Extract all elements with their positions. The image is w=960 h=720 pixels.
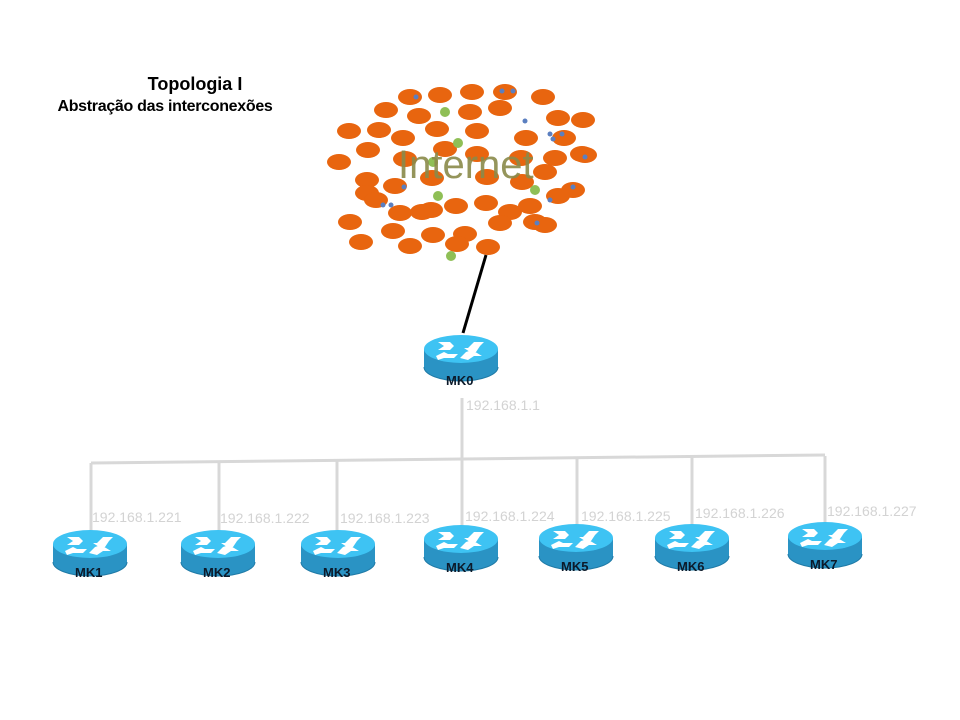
cloud-blob	[531, 89, 555, 105]
cloud-blob	[381, 223, 405, 239]
cloud-host-dot	[401, 184, 407, 190]
cloud-blob	[561, 182, 585, 198]
router-mk0[interactable]: MK0	[423, 334, 499, 388]
cloud-blob	[546, 110, 570, 126]
cloud-blob	[391, 130, 415, 146]
cloud-blob	[543, 150, 567, 166]
cloud-node-dot	[428, 157, 438, 167]
router-label: MK0	[446, 373, 473, 388]
cloud-blob	[444, 198, 468, 214]
ip-label-mk2: 192.168.1.222	[220, 510, 310, 526]
cloud-host-dot	[499, 88, 505, 94]
cloud-blob	[533, 217, 557, 233]
cloud-blob	[421, 227, 445, 243]
cloud-blob	[445, 236, 469, 252]
router-label: MK5	[561, 559, 588, 574]
cloud-blob	[514, 130, 538, 146]
cloud-blob	[410, 204, 434, 220]
cloud-blob	[488, 100, 512, 116]
router-mk5[interactable]: MK5	[538, 523, 614, 574]
cloud-blob	[428, 87, 452, 103]
cloud-host-dot	[550, 136, 556, 142]
cloud-blob	[420, 170, 444, 186]
cloud-blob	[433, 141, 457, 157]
cloud-blob	[476, 239, 500, 255]
ip-label-mk5: 192.168.1.225	[581, 508, 671, 524]
cloud-blob	[552, 130, 576, 146]
cloud-blob	[460, 84, 484, 100]
router-label: MK7	[810, 557, 837, 572]
cloud-blob	[327, 154, 351, 170]
cloud-node-dot	[433, 191, 443, 201]
internet-label: Internet	[398, 143, 534, 187]
internet-cloud-icon	[327, 84, 597, 261]
cloud-blob	[465, 146, 489, 162]
cloud-blob	[383, 178, 407, 194]
router-mk4[interactable]: MK4	[423, 524, 499, 575]
cloud-host-dot	[510, 88, 516, 94]
cloud-blob	[509, 150, 533, 166]
cloud-blob	[398, 238, 422, 254]
cloud-blob	[465, 123, 489, 139]
router-label: MK4	[446, 560, 474, 575]
cloud-host-dot	[522, 118, 528, 124]
router-mk2[interactable]: MK2	[180, 529, 256, 580]
cloud-node-dot	[446, 251, 456, 261]
cloud-blob	[367, 122, 391, 138]
cloud-blob	[374, 102, 398, 118]
cloud-blob	[349, 234, 373, 250]
ip-label-mk4: 192.168.1.224	[465, 508, 555, 524]
ip-label-mk3: 192.168.1.223	[340, 510, 430, 526]
cloud-node-dot	[530, 185, 540, 195]
cloud-host-dot	[582, 154, 588, 160]
ip-label-mk0: 192.168.1.1	[466, 397, 540, 413]
cloud-blob	[407, 108, 431, 124]
cloud-node-dot	[440, 107, 450, 117]
cloud-blob	[458, 104, 482, 120]
cloud-blob	[356, 142, 380, 158]
diagram-subtitle: Abstração das interconexões	[57, 98, 273, 115]
router-mk1[interactable]: MK1	[52, 529, 128, 580]
router-label: MK1	[75, 565, 102, 580]
cloud-blob	[425, 121, 449, 137]
cloud-host-dot	[570, 184, 576, 190]
cloud-node-dot	[453, 138, 463, 148]
ip-label-mk1: 192.168.1.221	[92, 509, 182, 525]
cloud-blob	[398, 89, 422, 105]
cloud-blob	[337, 123, 361, 139]
router-label: MK6	[677, 559, 704, 574]
cloud-host-dot	[559, 131, 565, 137]
cloud-blob	[388, 205, 412, 221]
cloud-host-dot	[547, 131, 553, 137]
cloud-host-dot	[388, 202, 394, 208]
ip-label-mk6: 192.168.1.226	[695, 505, 785, 521]
router-label: MK3	[323, 565, 350, 580]
cloud-blob	[518, 198, 542, 214]
cloud-blob	[493, 84, 517, 100]
cloud-blob	[355, 172, 379, 188]
cloud-blob	[474, 195, 498, 211]
cloud-blob	[475, 169, 499, 185]
ip-label-mk7: 192.168.1.227	[827, 503, 917, 519]
diagram-title: Topologia I	[147, 74, 243, 94]
cloud-host-dot	[534, 220, 540, 226]
lan-bus	[89, 398, 827, 538]
cloud-blob	[393, 151, 417, 167]
cloud-host-dot	[413, 94, 419, 100]
cloud-blob	[338, 214, 362, 230]
cloud-blob	[571, 112, 595, 128]
cloud-host-dot	[547, 197, 553, 203]
uplink-cable	[461, 254, 488, 334]
cloud-blob	[510, 174, 534, 190]
router-label: MK2	[203, 565, 230, 580]
cloud-blob	[533, 164, 557, 180]
router-mk7[interactable]: MK7	[787, 521, 863, 572]
router-mk6[interactable]: MK6	[654, 523, 730, 574]
cloud-blob	[488, 215, 512, 231]
cloud-host-dot	[380, 202, 386, 208]
lan-bus-trunk	[90, 453, 826, 465]
router-mk3[interactable]: MK3	[300, 529, 376, 580]
